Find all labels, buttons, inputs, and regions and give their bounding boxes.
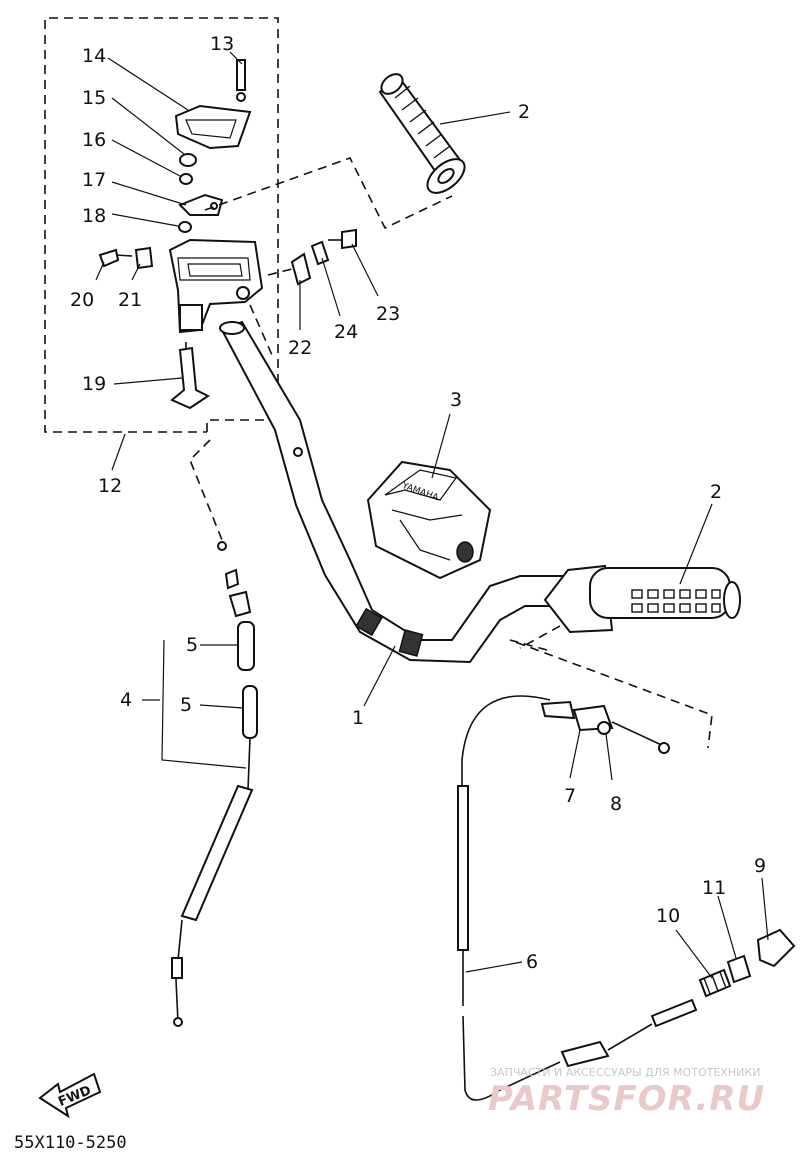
callout-numbers: 14 13 15 16 17 18 20 21 19 12 22 24 23 2…: [70, 33, 766, 973]
callout-4: 4: [120, 689, 132, 711]
diagram-code: 55X110-5250: [14, 1133, 127, 1153]
callout-13: 13: [210, 33, 234, 55]
callout-10: 10: [656, 905, 680, 927]
connection-lines: [189, 157, 713, 749]
watermark: ЗАПЧАСТИ И АКСЕССУАРЫ ДЛЯ МОТОТЕХНИКИ PA…: [488, 1066, 765, 1119]
callout-6: 6: [526, 951, 538, 973]
small-hardware: [98, 59, 357, 410]
throttle-cable: [171, 541, 258, 1027]
callout-9: 9: [754, 855, 766, 877]
callout-19: 19: [82, 373, 106, 395]
callout-14: 14: [82, 45, 106, 67]
watermark-bottom: PARTSFOR.RU: [488, 1079, 765, 1119]
left-grip: [378, 73, 466, 194]
callout-7: 7: [564, 785, 576, 807]
callout-23: 23: [376, 303, 400, 325]
forward-arrow: FWD: [38, 1072, 102, 1119]
callout-11: 11: [702, 877, 726, 899]
callout-2-lower: 2: [710, 481, 722, 503]
callout-1: 1: [352, 707, 364, 729]
handlebar-pad-cover: YAMAHA: [366, 460, 492, 580]
callout-5-upper: 5: [186, 634, 198, 656]
watermark-top: ЗАПЧАСТИ И АКСЕССУАРЫ ДЛЯ МОТОТЕХНИКИ: [490, 1066, 760, 1079]
handlebar: [219, 320, 582, 664]
callout-2-upper: 2: [518, 101, 530, 123]
leader-lines: [95, 51, 769, 979]
callout-3: 3: [450, 389, 462, 411]
callout-12: 12: [98, 475, 122, 497]
right-grip: [543, 564, 741, 634]
housing-cover: [174, 104, 252, 150]
callout-17: 17: [82, 169, 106, 191]
callout-21: 21: [118, 289, 142, 311]
callout-24: 24: [334, 321, 358, 343]
callout-22: 22: [288, 337, 312, 359]
callout-8: 8: [610, 793, 622, 815]
adjuster-parts: [698, 928, 796, 998]
callout-16: 16: [82, 129, 106, 151]
callout-20: 20: [70, 289, 94, 311]
throttle-assembly-box: [44, 17, 279, 471]
throttle-housing: [168, 238, 264, 334]
callout-18: 18: [82, 205, 106, 227]
callout-15: 15: [82, 87, 106, 109]
callout-5-lower: 5: [180, 694, 192, 716]
brake-cable: [457, 695, 698, 1101]
